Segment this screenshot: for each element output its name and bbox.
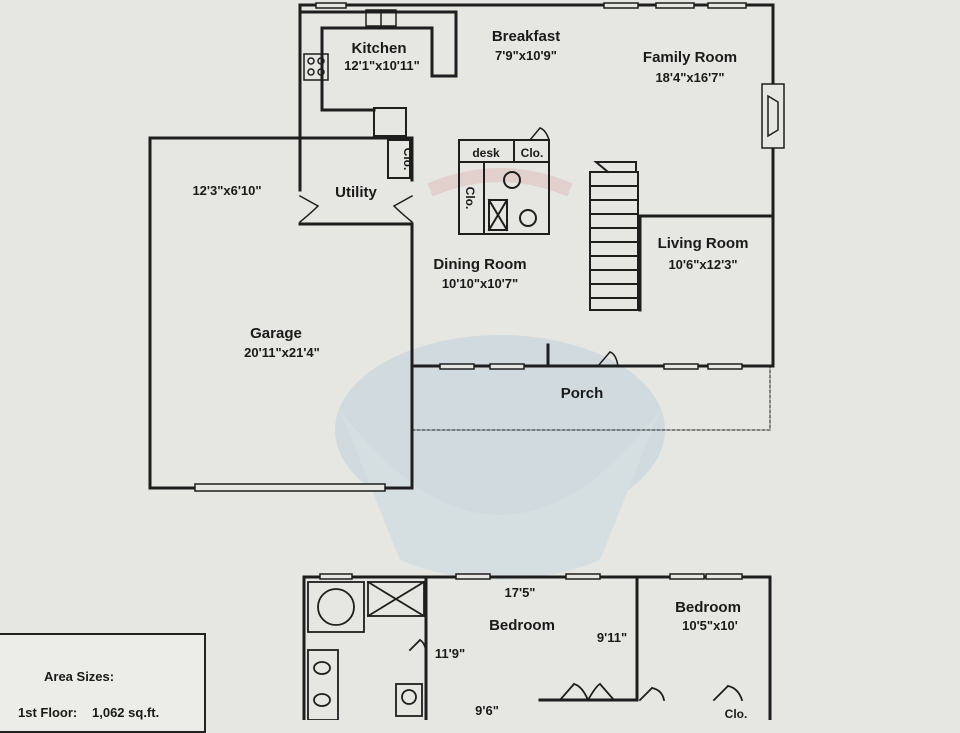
area-row-label: 1st Floor:	[18, 705, 78, 720]
kitchen-size: 12'1"x10'11"	[344, 58, 420, 73]
utility-label: Utility	[335, 184, 377, 201]
windows	[194, 2, 747, 492]
refrigerator	[373, 107, 407, 137]
desk-label: desk	[472, 146, 500, 160]
bedroom-lower-dim: 9'6"	[475, 703, 499, 718]
bedroom-inner-dim: 9'11"	[597, 630, 627, 645]
bedroom-main-label: Bedroom	[489, 617, 555, 634]
garage-size: 20'11"x21'4"	[244, 345, 320, 360]
powder-room	[458, 139, 550, 235]
staircase	[589, 161, 639, 311]
kitchen-range	[303, 53, 329, 81]
kitchen-sink	[365, 9, 397, 27]
area-row-value: 1,062 sq.ft.	[92, 705, 160, 720]
utility-closet-label: Clo.	[401, 148, 415, 171]
living-room-size: 10'6"x12'3"	[668, 257, 737, 272]
fireplace	[761, 83, 785, 149]
area-sizes-title: Area Sizes:	[44, 669, 115, 684]
porch-outline	[411, 365, 771, 431]
door-swings	[298, 126, 619, 368]
hall-closet-label: Clo.	[463, 187, 477, 210]
dining-room-label: Dining Room	[433, 256, 526, 273]
living-room-label: Living Room	[658, 235, 749, 252]
bath-fixtures	[307, 580, 744, 720]
dining-room-size: 10'10"x10'7"	[442, 276, 518, 291]
porch-label: Porch	[561, 385, 604, 402]
bedroom-right-label: Bedroom	[675, 599, 741, 616]
area-sizes-panel: Area Sizes: 1st Floor: 1,062 sq.ft.	[0, 633, 206, 733]
utility-closet	[387, 139, 411, 179]
bedroom-right-size: 10'5"x10'	[682, 618, 738, 633]
second-floor-windows	[319, 573, 743, 580]
bedroom-depth: 11'9"	[435, 646, 465, 661]
family-room-label: Family Room	[643, 49, 737, 66]
second-floor-closet-label: Clo.	[725, 707, 748, 720]
garage-label: Garage	[250, 325, 302, 342]
kitchen-label: Kitchen	[351, 40, 406, 57]
area-row-first-floor: 1st Floor: 1,062 sq.ft.	[18, 705, 159, 720]
breakfast-label: Breakfast	[492, 28, 560, 45]
bedroom-width: 17'5"	[505, 585, 536, 600]
powder-closet-label: Clo.	[521, 146, 544, 160]
watermark-logo	[335, 168, 665, 580]
utility-size: 12'3"x6'10"	[192, 183, 261, 198]
breakfast-size: 7'9"x10'9"	[495, 48, 557, 63]
family-room-size: 18'4"x16'7"	[655, 70, 724, 85]
